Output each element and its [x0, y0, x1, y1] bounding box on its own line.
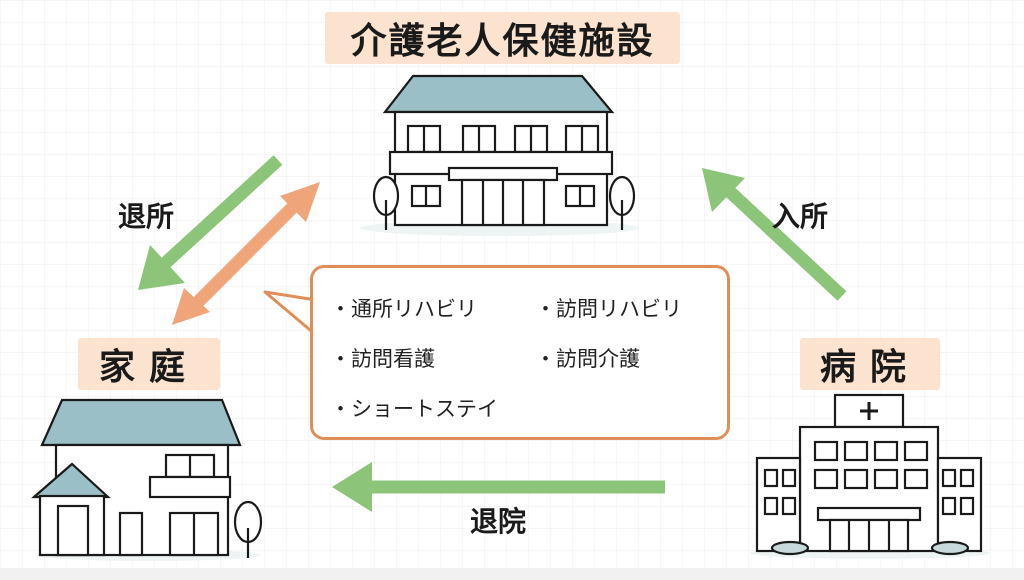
leave-hospital-text: 退院	[470, 505, 527, 538]
home-building	[31, 398, 263, 561]
enter-facility-text: 入所	[772, 200, 829, 233]
leave-facility-text: 退所	[118, 200, 175, 233]
arrow-leave-facility	[138, 155, 283, 290]
home-label: 家庭	[78, 338, 220, 390]
bottom-strip	[0, 568, 1024, 580]
hospital-building	[750, 393, 990, 559]
facility-label: 介護老人保健施設	[325, 12, 680, 64]
facility-building	[360, 74, 640, 236]
service-item: 通所リハビリ	[330, 293, 477, 323]
service-item: ショートステイ	[330, 393, 498, 423]
arrow-home-facility-bidirectional	[172, 182, 320, 325]
arrow-enter-facility	[702, 168, 847, 301]
hospital-label: 病院	[800, 338, 940, 390]
service-item: 訪問リハビリ	[535, 293, 682, 323]
arrow-leave-hospital	[332, 462, 665, 512]
service-item: 訪問介護	[535, 343, 640, 373]
service-item: 訪問看護	[330, 343, 435, 373]
